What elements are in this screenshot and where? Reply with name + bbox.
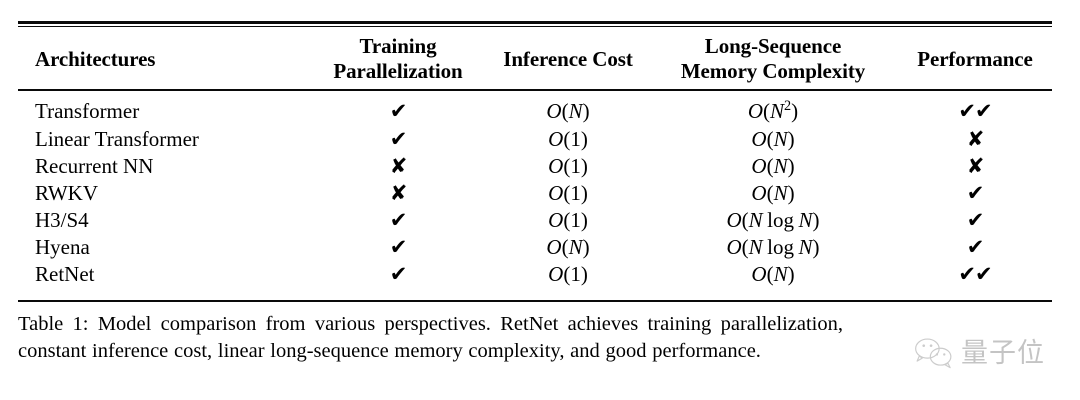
cell-performance: ✔✔ [958, 262, 992, 286]
cell-training-parallelization: ✔ [389, 98, 408, 123]
table-row: RetNet ✔ O(1) O(N) ✔✔ [18, 261, 1052, 288]
cell-inference-cost: O(1) [548, 208, 588, 232]
cell-architecture: H3/S4 [35, 208, 89, 232]
table-top-rule-second [18, 26, 1052, 27]
table-row: RWKV ✘ O(1) O(N) ✔ [18, 180, 1052, 207]
column-header-performance-line1: Performance [917, 46, 1033, 71]
cell-memory-complexity: O(N) [751, 262, 795, 286]
table-row: Hyena ✔ O(N) O(N log N) ✔ [18, 234, 1052, 261]
table-bottom-rule [18, 300, 1052, 302]
cell-training-parallelization: ✘ [389, 181, 408, 205]
cell-performance: ✔✔ [958, 98, 992, 123]
cell-architecture: Hyena [35, 235, 90, 259]
cell-memory-complexity: O(N log N) [726, 208, 820, 232]
table-row: Recurrent NN ✘ O(1) O(N) ✘ [18, 153, 1052, 180]
table-row: Transformer ✔ O(N) O(N2) ✔✔ [18, 88, 1052, 126]
column-header-memory-complexity: Long-Sequence Memory Complexity [648, 30, 898, 88]
cell-inference-cost: O(1) [548, 181, 588, 205]
cell-memory-complexity: O(N) [751, 127, 795, 151]
table-row: Linear Transformer ✔ O(1) O(N) ✘ [18, 126, 1052, 153]
cell-inference-cost: O(N) [546, 98, 590, 123]
cell-performance: ✔ [966, 181, 985, 205]
model-comparison-table: Architectures Training Parallelization I… [18, 30, 1052, 288]
cell-memory-complexity: O(N2) [747, 97, 799, 123]
cell-inference-cost: O(1) [548, 127, 588, 151]
cell-inference-cost: O(1) [548, 262, 588, 286]
cell-memory-complexity: O(N log N) [726, 235, 820, 259]
column-header-training-parallelization-line1: Training [359, 34, 437, 59]
cell-architecture: Transformer [35, 98, 140, 123]
table-caption-line2: constant inference cost, linear long-seq… [18, 340, 761, 362]
cell-memory-complexity: O(N) [751, 154, 795, 178]
table-caption-line1: Table 1: Model comparison from various p… [18, 313, 844, 335]
column-header-training-parallelization-line2: Parallelization [333, 59, 463, 83]
cell-architecture: RetNet [35, 262, 95, 286]
column-header-training-parallelization: Training Parallelization [308, 30, 488, 88]
column-header-memory-complexity-line2: Memory Complexity [680, 59, 866, 83]
cell-performance: ✘ [966, 154, 985, 178]
cell-performance: ✔ [966, 235, 985, 259]
cell-inference-cost: O(1) [548, 154, 588, 178]
cell-training-parallelization: ✔ [389, 127, 408, 151]
column-header-architectures: Architectures [18, 30, 308, 88]
column-header-inference-cost: Inference Cost [488, 30, 648, 88]
column-header-architectures-line1: Architectures [35, 46, 156, 71]
cell-architecture: Linear Transformer [35, 127, 199, 151]
cell-architecture: Recurrent NN [35, 154, 154, 178]
cell-architecture: RWKV [35, 181, 98, 205]
cell-performance: ✘ [966, 127, 985, 151]
cell-training-parallelization: ✔ [389, 235, 408, 259]
table-header-rule [18, 89, 1052, 91]
cell-training-parallelization: ✔ [389, 208, 408, 232]
table-row: H3/S4 ✔ O(1) O(N log N) ✔ [18, 207, 1052, 234]
table-header-row: Architectures Training Parallelization I… [18, 30, 1052, 88]
cell-training-parallelization: ✔ [389, 262, 408, 286]
table-top-rule [18, 21, 1052, 24]
table-header: Architectures Training Parallelization I… [18, 30, 1052, 88]
column-header-inference-cost-line1: Inference Cost [503, 46, 633, 71]
table-caption: Table 1: Model comparison from various p… [18, 311, 1058, 365]
cell-performance: ✔ [966, 208, 985, 232]
cell-training-parallelization: ✘ [389, 154, 408, 178]
table-body: Transformer ✔ O(N) O(N2) ✔✔ Linear Trans… [18, 88, 1052, 288]
cell-inference-cost: O(N) [546, 235, 590, 259]
cell-memory-complexity: O(N) [751, 181, 795, 205]
column-header-memory-complexity-line1: Long-Sequence [704, 34, 842, 59]
column-header-performance: Performance [898, 30, 1052, 88]
